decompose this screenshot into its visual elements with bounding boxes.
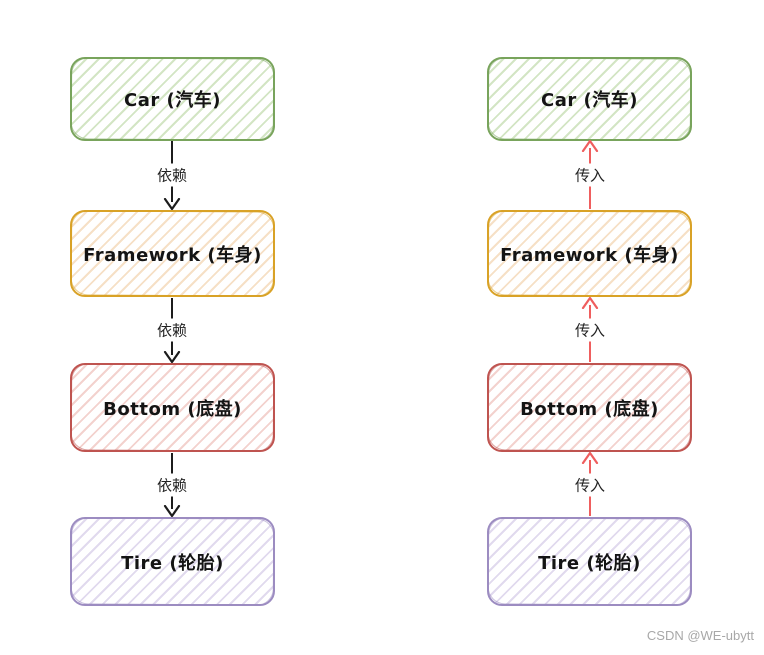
edge-label-passin: 传入 [571,163,609,187]
arrow-up-icon [581,140,599,152]
node-left-framework: Framework (车身) [70,210,275,297]
edge-right-framework-car: 传入 [560,140,620,209]
node-label-bottom: Bottom (底盘) [103,398,242,420]
node-right-tire: Tire (轮胎) [487,517,692,606]
node-label-car: Car (汽车) [541,90,638,111]
node-label-tire: Tire (轮胎) [538,552,641,574]
edge-label-passin: 传入 [571,473,609,496]
node-label-tire: Tire (轮胎) [121,552,224,574]
edge-label-dependency: 依赖 [153,318,191,342]
edge-left-framework-bottom: 依赖 [142,298,202,363]
node-left-bottom: Bottom (底盘) [70,363,275,452]
node-label-bottom: Bottom (底盘) [520,398,659,420]
arrow-down-icon [163,351,181,363]
node-right-framework: Framework (车身) [487,210,692,297]
node-left-car: Car (汽车) [70,57,275,141]
node-left-tire: Tire (轮胎) [70,517,275,606]
node-label-framework: Framework (车身) [500,244,679,266]
node-right-car: Car (汽车) [487,57,692,141]
arrow-up-icon [581,297,599,309]
edge-right-bottom-framework: 传入 [560,297,620,362]
edge-label-dependency: 依赖 [153,163,191,187]
edge-right-tire-bottom: 传入 [560,452,620,516]
edge-left-car-framework: 依赖 [142,141,202,210]
edge-left-bottom-tire: 依赖 [142,453,202,517]
node-right-bottom: Bottom (底盘) [487,363,692,452]
arrow-down-icon [163,198,181,210]
arrow-up-icon [581,452,599,464]
edge-label-dependency: 依赖 [153,473,191,496]
arrow-down-icon [163,505,181,517]
node-label-framework: Framework (车身) [83,244,262,266]
node-label-car: Car (汽车) [124,90,221,111]
csdn-watermark: CSDN @WE-ubytt [646,628,754,643]
edge-label-passin: 传入 [571,318,609,342]
